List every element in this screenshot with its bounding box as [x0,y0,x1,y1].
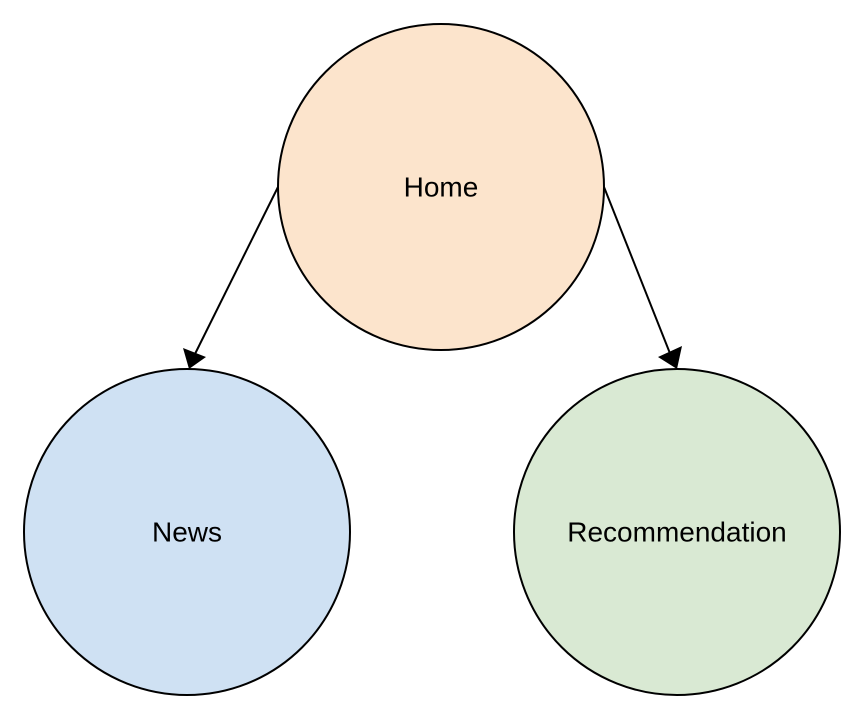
node-home-circle [277,23,605,351]
arrowhead-recommendation [658,346,682,369]
node-home[interactable]: Home [277,23,605,351]
node-news-circle [23,368,351,696]
node-recommendation-circle [513,368,841,696]
edge-home-to-news [188,186,279,367]
arrowhead-news [183,348,206,369]
edge-home-to-recommendation [603,186,676,367]
node-news[interactable]: News [23,368,351,696]
node-recommendation[interactable]: Recommendation [513,368,841,696]
node-recommendation-label: Recommendation [567,517,786,548]
node-news-label: News [152,517,222,548]
node-home-label: Home [404,172,479,203]
